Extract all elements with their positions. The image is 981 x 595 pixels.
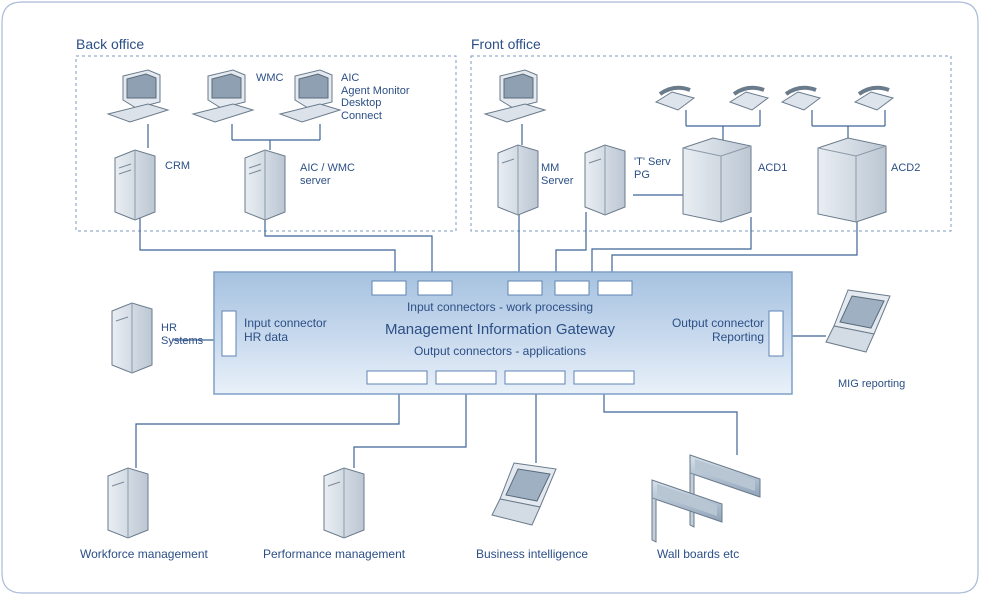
crm-label: CRM <box>165 160 191 172</box>
desktop-aic-icon <box>278 69 342 123</box>
input-connector-hr-label: Input connector HR data <box>244 316 327 344</box>
desktop-mm-icon <box>483 69 547 123</box>
server-acd2-icon <box>817 137 887 223</box>
aic-wmc-server-label: AIC / WMC server <box>300 162 355 187</box>
gateway-connector-slots <box>221 280 784 385</box>
output-connector-reporting-label: Output connector Reporting <box>671 316 764 344</box>
business-intelligence-label: Business intelligence <box>476 547 589 561</box>
server-aic-wmc-icon <box>244 149 286 221</box>
desktop-wmc-icon <box>191 69 255 123</box>
input-connectors-label: Input connectors - work processing <box>406 300 594 314</box>
wall-boards-label: Wall boards etc <box>657 547 740 561</box>
server-crm-icon <box>114 149 156 221</box>
mm-server-label: MM Server <box>541 162 574 187</box>
wall-board-icon-back <box>689 454 761 528</box>
laptop-business-intelligence-icon <box>491 462 557 526</box>
wmc-label: WMC <box>256 72 284 84</box>
phone-icon-4 <box>853 85 895 111</box>
front-office-label: Front office <box>471 36 541 52</box>
server-performance-icon <box>323 467 365 539</box>
hr-systems-label: HR Systems <box>161 322 204 347</box>
mig-reporting-label: MIG reporting <box>838 378 906 390</box>
server-tserv-icon <box>584 144 626 216</box>
acd2-label: ACD2 <box>891 162 921 174</box>
front-office-zone <box>470 55 952 232</box>
phone-icon-2 <box>728 85 770 111</box>
laptop-mig-reporting-icon <box>825 289 891 353</box>
server-acd1-icon <box>682 137 752 223</box>
output-connectors-label: Output connectors - applications <box>413 344 587 358</box>
acd1-label: ACD1 <box>758 162 788 174</box>
server-hr-icon <box>111 302 153 374</box>
performance-management-label: Performance management <box>263 547 406 561</box>
wall-board-icon-front <box>651 479 723 543</box>
desktop-crm-icon <box>106 69 170 123</box>
tserv-pg-label: 'T' Serv PG <box>634 156 671 181</box>
phone-icon-3 <box>780 85 822 111</box>
phone-icon-1 <box>654 85 696 111</box>
back-office-label: Back office <box>76 36 145 52</box>
gateway-box <box>213 271 793 395</box>
aic-desktop-label: AIC Agent Monitor Desktop Connect <box>341 72 410 122</box>
workforce-management-label: Workforce management <box>80 547 208 561</box>
back-office-zone <box>75 55 457 232</box>
server-workforce-icon <box>107 467 149 539</box>
server-mm-icon <box>497 144 539 216</box>
gateway-title: Management Information Gateway <box>384 321 616 338</box>
